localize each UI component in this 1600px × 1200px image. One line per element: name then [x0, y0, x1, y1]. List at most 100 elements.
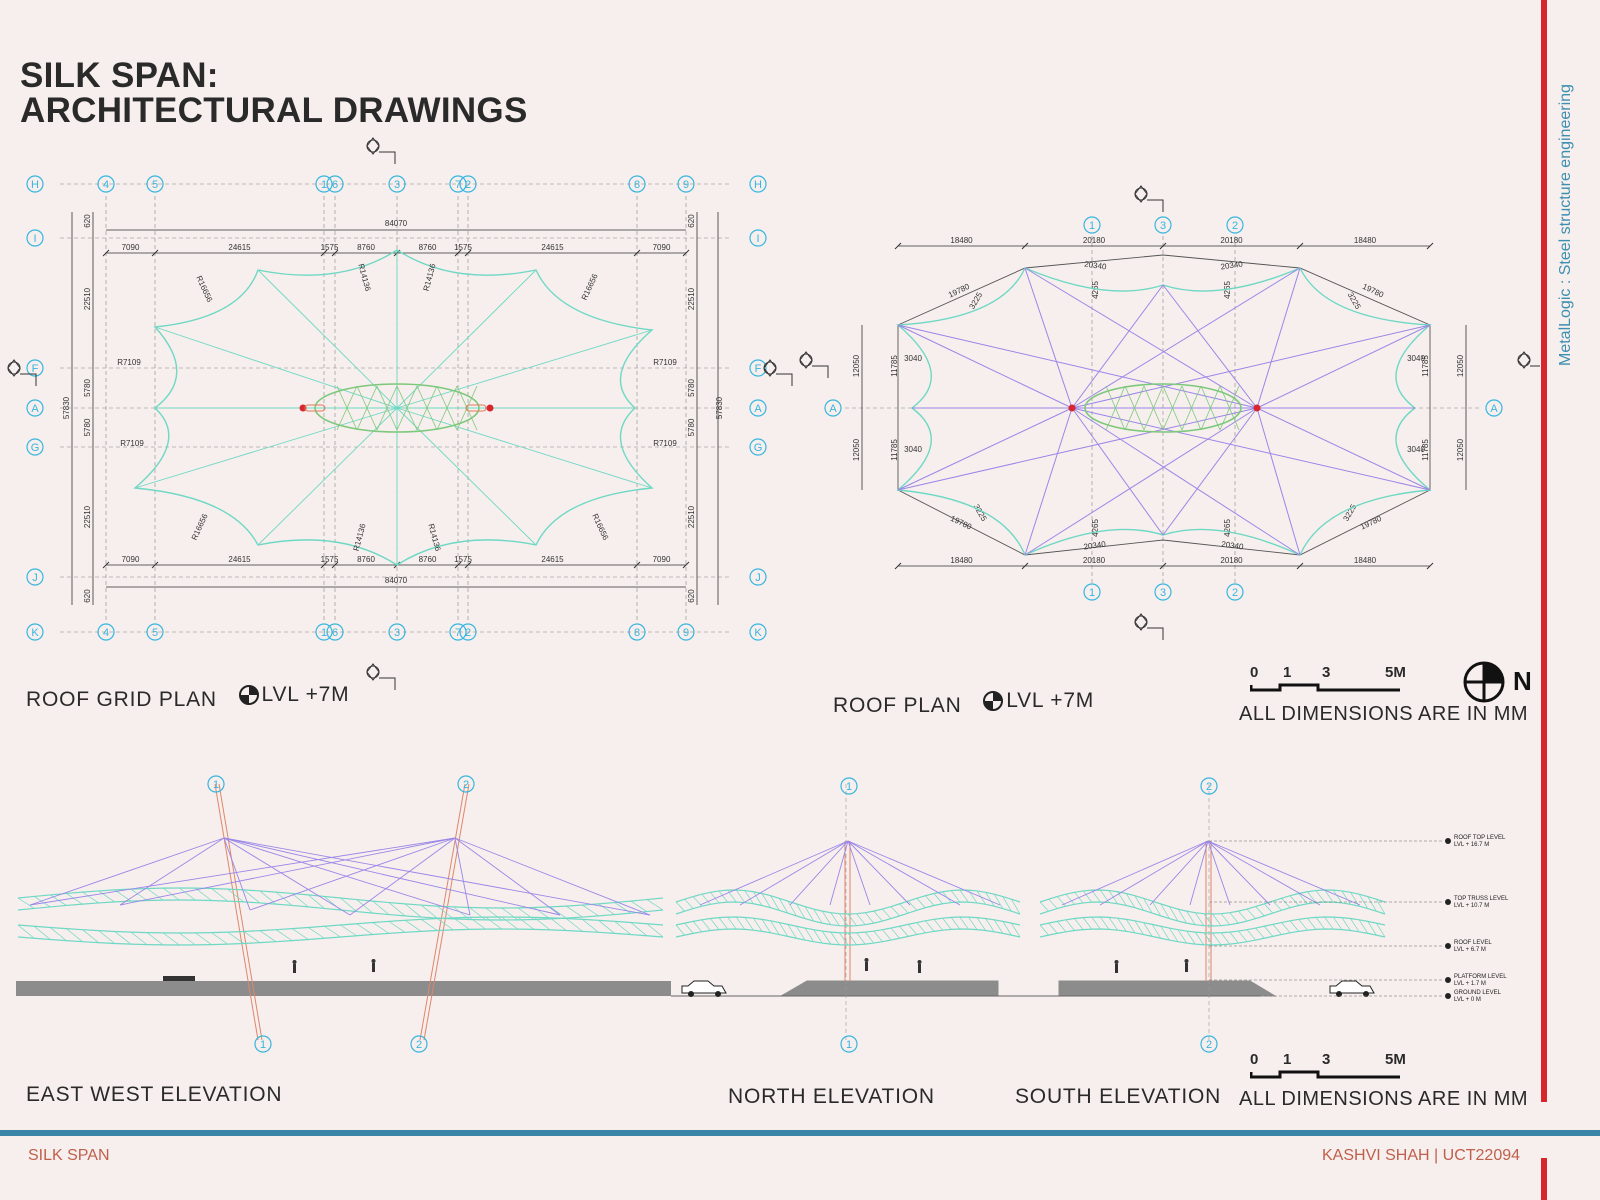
truss-web — [1186, 910, 1196, 925]
scale-tick: 3 — [1322, 664, 1331, 681]
truss-member — [436, 385, 458, 431]
truss-web — [1298, 919, 1308, 931]
truss-web — [959, 916, 969, 930]
scale-bar-graphic — [1250, 1070, 1400, 1079]
arc-radius-label: R14136 — [352, 522, 368, 552]
section-marker-top — [1134, 187, 1148, 201]
car-silhouette — [681, 980, 727, 994]
dimension-value: 7090 — [122, 243, 140, 252]
grid-bubble-label: 1 — [213, 779, 219, 791]
cable-line — [1024, 407, 1073, 556]
truss-web — [1307, 891, 1317, 903]
truss-web — [146, 888, 164, 901]
truss-web — [770, 920, 780, 935]
membrane-radial — [396, 407, 653, 489]
grid-bubble-right-label: G — [754, 442, 763, 454]
radius-label: R7109 — [117, 358, 141, 367]
truss-web — [830, 912, 840, 926]
truss-web — [614, 921, 631, 935]
dimension-tick — [102, 561, 110, 569]
truss-web — [1134, 920, 1144, 935]
grid-bubble-bottom-label: 9 — [683, 627, 689, 639]
grid-bubble-label: 2 — [416, 1039, 422, 1051]
grid-bubble-top-label: 7 — [455, 179, 461, 191]
scale-tick: 0 — [1250, 664, 1259, 681]
side-dimension-value: 5780 — [687, 418, 696, 436]
section-marker-top-tail — [379, 151, 396, 164]
truss-web — [882, 929, 892, 941]
truss-web — [324, 925, 341, 938]
truss-member — [1124, 385, 1145, 431]
section-marker-top-diamond — [366, 137, 380, 155]
truss-web — [1315, 917, 1325, 930]
truss-web — [1281, 898, 1291, 908]
truss-web — [1011, 922, 1021, 938]
section-marker-right — [1517, 353, 1531, 367]
dimension-tick — [464, 249, 472, 257]
grid-bubble-bottom-label: 1 — [1089, 587, 1095, 599]
grid-bubble-top — [1154, 216, 1172, 234]
mast-base — [304, 404, 326, 412]
north-arrow: N — [1463, 660, 1545, 711]
truss-web — [372, 922, 390, 934]
level-value: LVL + 0 M — [1454, 997, 1481, 1003]
cable-line — [223, 837, 561, 916]
sub-dimension: 20340 — [1221, 540, 1245, 552]
dimension-value: 8760 — [357, 243, 375, 252]
truss-web — [243, 889, 261, 904]
cable-line — [1071, 284, 1164, 409]
car-silhouette — [1329, 980, 1375, 994]
truss-web — [907, 924, 918, 935]
truss-web — [33, 925, 51, 940]
dimension-tick — [682, 249, 690, 257]
truss-web — [646, 899, 664, 911]
roof-plan-title: ROOF PLAN — [833, 694, 962, 717]
truss-web — [890, 906, 900, 917]
cable-line — [1189, 840, 1209, 906]
grid-bubble-label: 1 — [260, 1039, 266, 1051]
truss-web — [453, 917, 470, 930]
car-wheel — [688, 991, 694, 997]
truss-web — [985, 892, 995, 907]
dimension-value: 8760 — [419, 555, 437, 564]
central-ellipse-truss — [1084, 383, 1242, 433]
truss-web — [761, 919, 771, 934]
cable-line — [1256, 267, 1301, 409]
truss-web — [684, 922, 694, 934]
truss-web — [1100, 916, 1110, 930]
truss-web — [82, 929, 99, 943]
grid-bubble-left — [26, 229, 44, 247]
truss-web — [1039, 924, 1049, 936]
cable-line — [223, 837, 471, 916]
mast-line — [419, 783, 466, 1041]
truss-web — [308, 927, 325, 939]
level-value: LVL + 10.7 M — [1454, 903, 1489, 909]
truss-web — [830, 931, 840, 945]
dimension-tick — [633, 249, 641, 257]
grid-bubble-top-label: 1 — [321, 179, 327, 191]
truss-web — [66, 928, 83, 942]
right-accent-bar — [1541, 0, 1547, 1102]
truss-web — [1220, 932, 1231, 945]
truss-web — [1082, 917, 1093, 930]
cable-line — [847, 840, 871, 906]
grid-bubble-left-label: K — [31, 627, 39, 639]
level-name: ROOF LEVEL — [1454, 940, 1492, 946]
truss-web — [1246, 908, 1256, 919]
truss-web — [195, 932, 212, 945]
truss-web — [420, 904, 438, 919]
cable-line — [119, 837, 456, 906]
truss-web — [1307, 917, 1317, 930]
truss-web — [1177, 908, 1187, 924]
truss-web — [549, 917, 567, 931]
truss-web — [813, 929, 823, 944]
grid-bubble-bottom-label: 7 — [455, 627, 461, 639]
cable-line — [29, 837, 456, 906]
sub-dimension: 19780 — [947, 282, 971, 300]
cable-line — [223, 837, 651, 916]
bench — [163, 976, 195, 981]
grid-bubble-top-label: 5 — [152, 179, 158, 191]
side-dimension-value: 12050 — [1456, 354, 1465, 377]
truss-web — [501, 907, 519, 921]
dimension-tick — [320, 249, 328, 257]
